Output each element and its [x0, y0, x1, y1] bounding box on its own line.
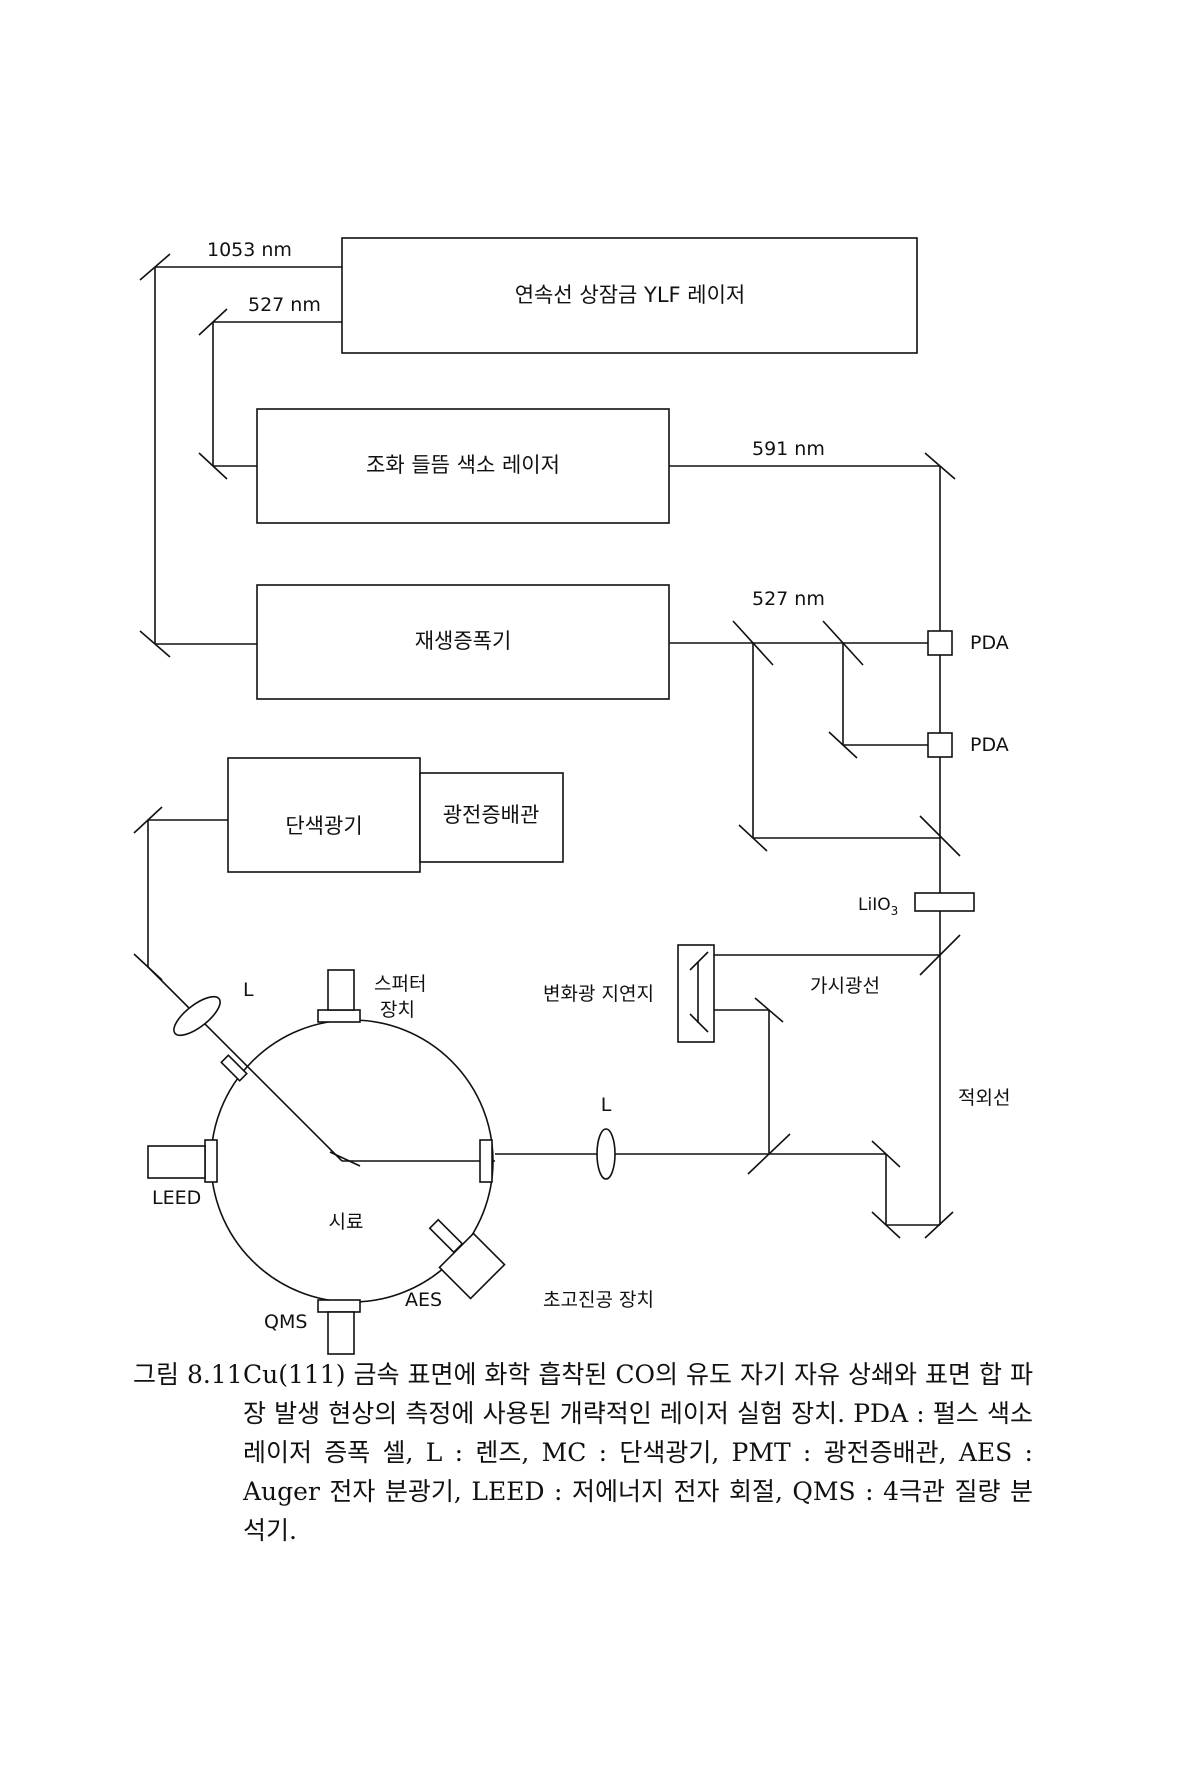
delay-label: 변화광 지연지 [543, 983, 654, 1005]
figure-caption-text: Cu(111) 금속 표면에 화학 흡착된 CO의 유도 자기 자유 상쇄와 표… [243, 1360, 1033, 1545]
pda-cell-2 [927, 732, 953, 758]
leed-instrument [147, 1139, 218, 1183]
window-port-right [479, 1139, 493, 1183]
infrared-label: 적외선 [958, 1087, 1010, 1109]
monochromator-box [227, 757, 421, 873]
pda-label-1: PDA [970, 632, 1009, 654]
dye-laser-box [256, 408, 670, 524]
delay-stage-mirrors [689, 951, 709, 1033]
lens-left-label: L [243, 979, 254, 1001]
sample-label: 시료 [329, 1211, 364, 1233]
aes-instrument [428, 1218, 506, 1300]
pda-cell-1 [927, 630, 953, 656]
pda-label-2: PDA [970, 734, 1009, 756]
pmt-label: 광전증배관 [443, 803, 540, 827]
figure-number: 그림 8.11 [133, 1360, 243, 1389]
leed-label: LEED [152, 1187, 201, 1209]
qms-label: QMS [264, 1311, 307, 1333]
ylf-laser-box [341, 237, 918, 354]
beam-527nm-top [198, 308, 342, 480]
beam-1053nm [139, 253, 342, 658]
ylf-laser-label: 연속선 상잠금 YLF 레이저 [515, 283, 746, 307]
lens-right [596, 1128, 616, 1180]
sample [329, 1151, 361, 1167]
label-527nm-mid: 527 nm [752, 588, 825, 610]
window-port-left [220, 1054, 248, 1082]
regen-amplifier-box [256, 584, 670, 700]
regen-amplifier-label: 재생증폭기 [415, 629, 512, 653]
label-591nm: 591 nm [752, 438, 825, 460]
signal-beam [133, 806, 495, 1162]
liio3-crystal [914, 892, 975, 912]
dye-laser-label: 조화 들뜸 색소 레이저 [366, 453, 560, 477]
lens-right-label: L [601, 1094, 612, 1116]
aes-label: AES [405, 1289, 442, 1311]
liio3-label: LiIO3 [858, 895, 898, 918]
lens-left [173, 995, 221, 1037]
figure-caption: 그림 8.11 Cu(111) 금속 표면에 화학 흡착된 CO의 유도 자기 … [133, 1355, 1033, 1550]
uhv-label: 초고진공 장치 [543, 1289, 654, 1311]
sputter-gun [317, 969, 361, 1023]
sputter-label-line2: 장치 [380, 999, 415, 1021]
monochromator-label: 단색광기 [285, 814, 362, 838]
infrared-beam [495, 1140, 954, 1239]
beam-527nm-mid [669, 620, 961, 857]
delay-stage-box [677, 944, 715, 1043]
label-527nm-top: 527 nm [248, 294, 321, 316]
visible-beam [713, 934, 961, 976]
qms-instrument [317, 1299, 361, 1355]
visible-label: 가시광선 [810, 975, 880, 997]
pmt-box [419, 772, 564, 863]
label-1053nm: 1053 nm [207, 239, 292, 261]
beam-591nm [669, 452, 956, 1225]
sputter-label-line1: 스퍼터 [374, 973, 426, 995]
delay-return-beam [714, 997, 791, 1175]
